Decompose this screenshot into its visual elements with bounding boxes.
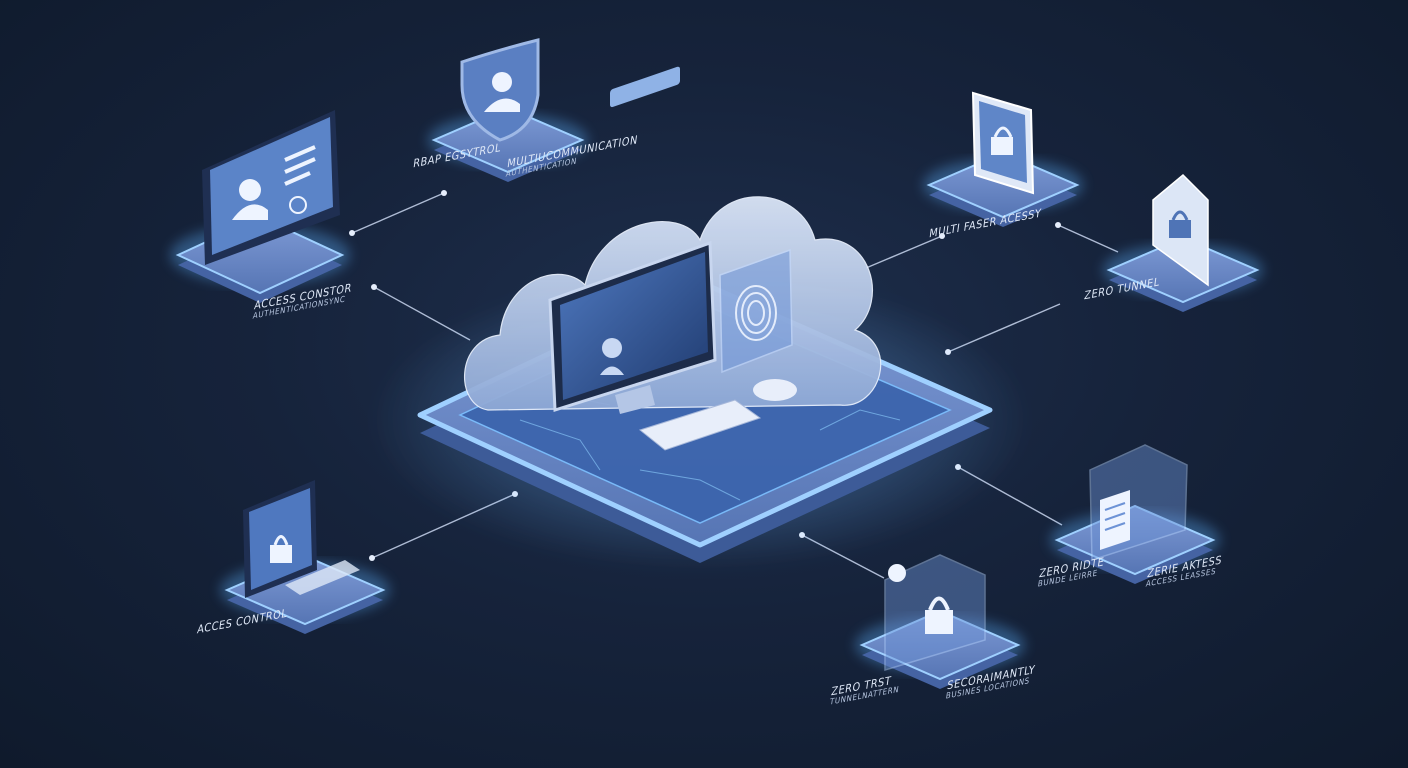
user-monitor-node <box>170 110 350 303</box>
secure-laptop-node <box>220 480 390 634</box>
secure-laptop-icon <box>243 480 360 598</box>
central-monitor <box>548 66 797 451</box>
lock-tablet-node <box>923 91 1083 227</box>
house-lock-icon <box>1152 173 1209 287</box>
document-vault-node <box>1050 444 1220 584</box>
user-shield-icon <box>460 38 540 142</box>
document-vault-icon <box>1089 444 1188 562</box>
lock-tablet-icon <box>971 91 1035 195</box>
user-shield-node <box>428 38 588 182</box>
user-monitor-icon <box>202 110 340 265</box>
location-lock-icon <box>884 554 986 672</box>
house-lock-node <box>1103 173 1263 312</box>
location-lock-node <box>855 554 1025 689</box>
fingerprint-icon <box>719 248 793 374</box>
